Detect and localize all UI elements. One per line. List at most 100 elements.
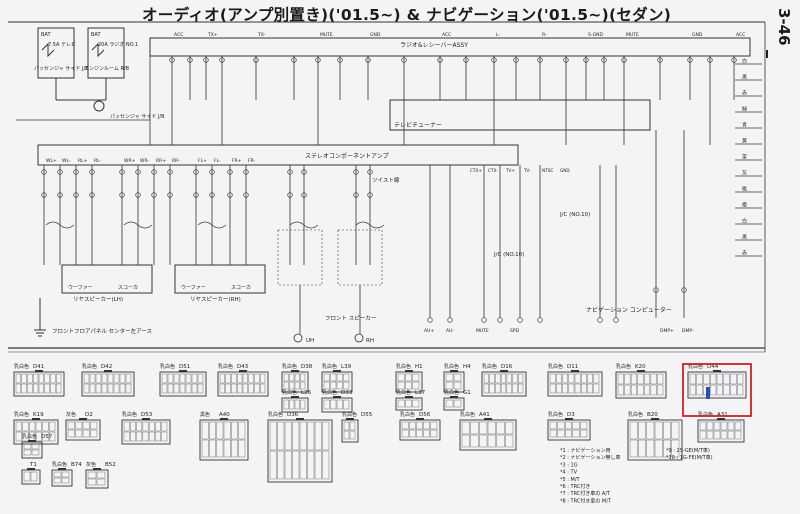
speaker-left-label: リヤスピーカー(LH)	[73, 296, 123, 303]
connector-D38: 乳白色 D38	[281, 363, 313, 393]
pin	[209, 192, 215, 198]
connector-cell	[409, 421, 416, 430]
junction2-label: エンジンルーム R/B	[84, 66, 130, 72]
connector-cell	[720, 421, 728, 431]
amp-pin-label: FR+	[232, 158, 242, 164]
connector-cell	[699, 421, 707, 431]
connector-cell	[489, 373, 495, 384]
shield-box	[277, 229, 323, 286]
wire-color-label: 橙	[742, 202, 747, 209]
wire-color-label: 赤	[742, 251, 747, 257]
connector-cell	[483, 383, 489, 394]
connector-cell	[336, 373, 343, 382]
connector-cell	[489, 383, 495, 394]
twist-mark	[197, 221, 227, 229]
connector-cell	[730, 373, 737, 385]
connector-cell	[343, 430, 350, 440]
connector-cell	[720, 430, 728, 440]
connector-cell	[671, 439, 680, 458]
connector-cell	[53, 471, 62, 478]
connector-cell	[95, 373, 102, 384]
connector-lock	[35, 370, 43, 372]
connector-cell	[506, 373, 512, 384]
connector-id-label: L26	[301, 390, 312, 396]
connector-cell	[136, 421, 143, 432]
connector-lock	[239, 370, 247, 372]
connector-lock	[637, 370, 645, 372]
front-uh-label: UH	[306, 338, 314, 344]
amp-pin-label: RL+	[78, 158, 88, 164]
pin	[563, 57, 569, 63]
connector-cell	[299, 421, 307, 451]
twist-mark	[355, 221, 385, 229]
connector-id-label: D42	[101, 364, 112, 370]
connector-cell	[216, 439, 224, 458]
connector-cell	[565, 429, 573, 438]
connector-cell	[397, 399, 405, 408]
connector-cell	[512, 373, 518, 384]
connector-cell	[549, 373, 556, 384]
pin	[135, 192, 141, 198]
connector-cell	[307, 421, 315, 451]
connector-lock	[28, 440, 36, 442]
connector-cell	[294, 399, 300, 410]
wire-color-label: 緑	[742, 106, 747, 113]
connector-color-label: 乳白色	[282, 363, 297, 370]
fuse2-tag: BAT	[91, 32, 101, 38]
pin	[41, 169, 47, 175]
connector-cell	[107, 383, 114, 394]
pin	[427, 317, 433, 323]
connector-lock	[104, 370, 112, 372]
connector-cell	[314, 421, 322, 451]
connector-cell	[696, 373, 703, 385]
connector-cell	[238, 439, 246, 458]
connector-cell	[237, 383, 243, 394]
connector-cell	[33, 383, 39, 394]
amp-label: ステレオコンポーネントアンプ	[305, 152, 389, 160]
connector-color-label: 乳白色	[396, 363, 411, 370]
pin	[681, 287, 687, 293]
connector-cell	[593, 373, 600, 384]
connector-body	[395, 397, 423, 411]
junction3-label: パッセンジャ サイド J/B	[110, 114, 165, 120]
pin	[209, 169, 215, 175]
connector-cell	[35, 431, 42, 442]
connector-cell	[292, 421, 300, 451]
connector-cell	[38, 383, 44, 394]
connector-cell	[336, 381, 343, 390]
connector-cell	[209, 439, 216, 458]
connector-lock	[571, 370, 579, 372]
connector-cell	[283, 381, 289, 390]
note-line: *10 : 1G-FE(M/T車)	[666, 454, 713, 461]
connector-cell	[130, 431, 136, 442]
connector-cell	[87, 471, 97, 479]
connector-id-label: D53	[141, 412, 153, 418]
connector-lock	[484, 418, 492, 420]
pin	[73, 169, 79, 175]
connector-id-label: H4	[463, 364, 471, 370]
pin	[517, 317, 523, 323]
connector-cell	[242, 383, 248, 394]
connector-cell	[624, 384, 631, 396]
connector-lock	[32, 418, 40, 420]
note-line: *9 : 2S-GE(M/T車)	[666, 447, 710, 454]
connector-cell	[470, 421, 479, 435]
connector-cell	[101, 383, 108, 394]
connector-cell	[161, 383, 168, 394]
connector-cell	[703, 373, 710, 385]
tv-tuner-label: テレビチューナー	[394, 121, 442, 129]
connector-id-label: A31	[717, 412, 728, 418]
twist-label: ツイスト線	[372, 176, 400, 184]
connector-id-label: D38	[301, 364, 313, 370]
connector-cell	[549, 383, 556, 394]
connector-cell	[29, 421, 36, 432]
connector-cell	[67, 429, 75, 438]
wire-color-label: 赤	[742, 91, 747, 97]
connector-cell	[254, 373, 260, 384]
